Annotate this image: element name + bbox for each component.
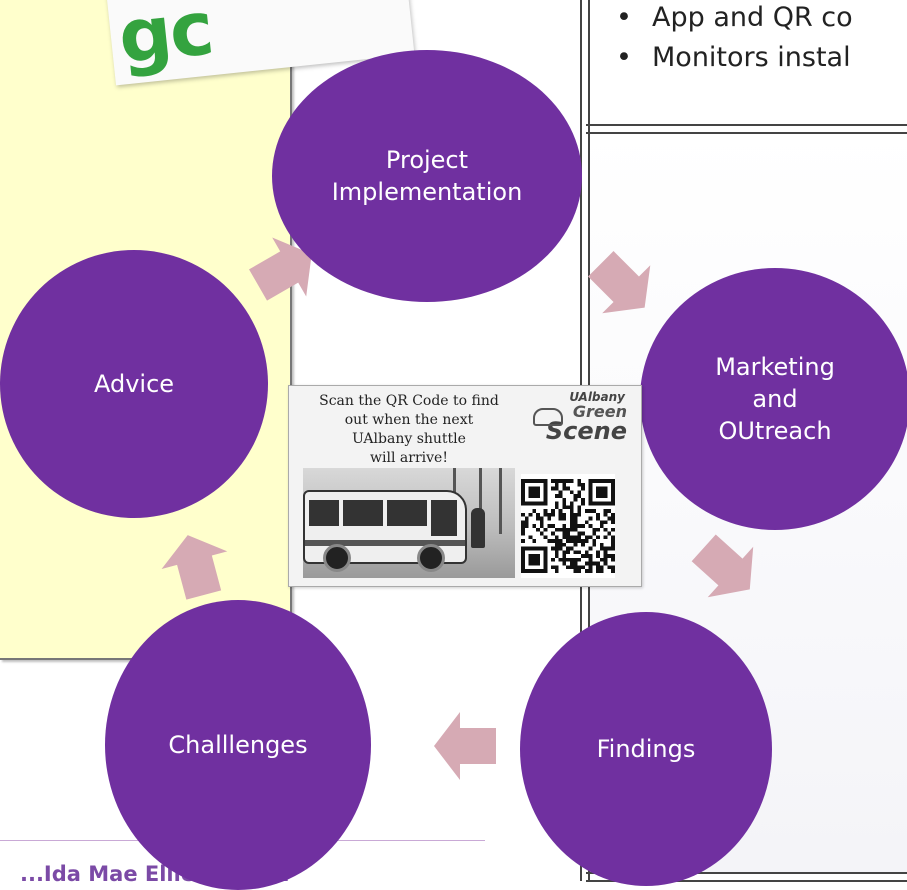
bus-wheel [417, 544, 445, 572]
car-icon [533, 408, 563, 426]
node-label: Project Implementation [331, 146, 523, 206]
node-marketing-outreach[interactable]: Marketing and OUtreach [640, 268, 907, 530]
tree-trunk [479, 468, 482, 520]
bus-wheel [323, 544, 351, 572]
pedestrian-figure [471, 508, 485, 548]
bus-icon [303, 490, 467, 572]
bullet-dot: • [616, 42, 632, 73]
bus-photo [303, 468, 515, 578]
right-panel-top-divider [586, 124, 907, 134]
bus-window [309, 500, 339, 526]
brand-green: Green [572, 402, 627, 421]
bus-stripe [305, 540, 465, 546]
node-advice[interactable]: Advice [0, 250, 268, 518]
node-challenges[interactable]: Challlenges [105, 600, 371, 890]
node-findings[interactable]: Findings [520, 612, 772, 886]
node-label: Findings [596, 735, 696, 763]
node-project-implementation[interactable]: Project Implementation [272, 50, 582, 302]
node-label: Marketing and OUtreach [715, 353, 835, 445]
shuttle-flyer: Scan the QR Code to find out when the ne… [288, 385, 642, 587]
arrow-to-advice [161, 535, 228, 600]
bullet-text: App and QR co [652, 2, 853, 33]
right-bullet-list: • App and QR co • Monitors instal [612, 0, 853, 78]
arrow-to-challenges [434, 712, 496, 780]
node-label: Challlenges [168, 731, 308, 759]
tree-trunk [499, 468, 502, 534]
green-scene-logo: UAlbany Green Scene [525, 390, 635, 443]
arrow-to-project [249, 237, 312, 301]
node-label: Advice [93, 370, 175, 398]
bullet-item: • Monitors instal [612, 38, 853, 78]
bus-window [431, 500, 457, 536]
bus-window [343, 500, 383, 526]
arrow-to-findings [691, 534, 754, 598]
bullet-text: Monitors instal [652, 42, 851, 73]
bullet-dot: • [616, 2, 632, 33]
bus-window [387, 500, 427, 526]
qr-code-icon[interactable] [521, 474, 615, 578]
flyer-text: Scan the QR Code to find out when the ne… [319, 393, 499, 466]
arrow-to-marketing [588, 251, 651, 314]
bullet-item: • App and QR co [612, 0, 853, 38]
brand-ualbany: UAlbany [569, 390, 625, 404]
